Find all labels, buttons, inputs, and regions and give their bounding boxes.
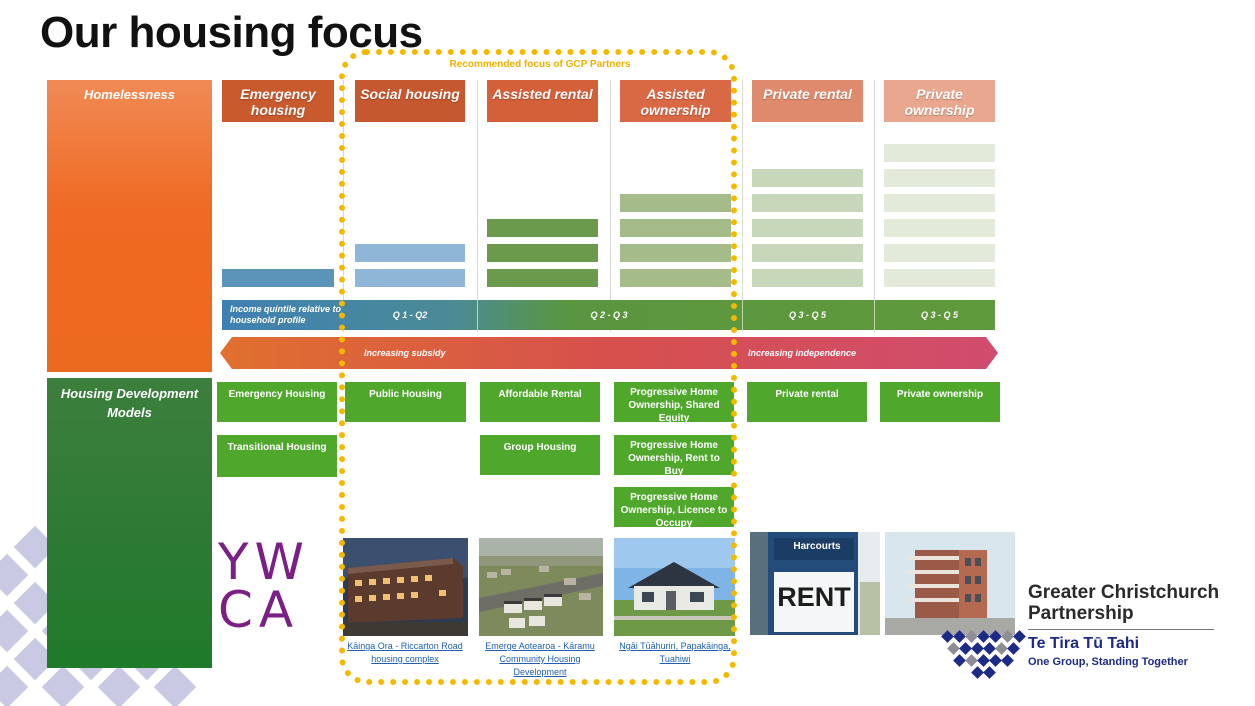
caption-kainga-ora[interactable]: Kāinga Ora - Riccarton Road housing comp… [347, 641, 463, 664]
category-private-ownership: Private ownership [884, 80, 995, 122]
model-emergency-housing: Emergency Housing [217, 382, 337, 422]
caption-ngai-tuahuriri[interactable]: Ngāi Tūāhuriri, Papakāinga, Tuahiwi [619, 641, 731, 664]
quintile-separator [477, 300, 478, 330]
eligibility-bar [884, 219, 995, 237]
photo-kainga-ora-riccarton [343, 538, 468, 636]
quintile-separator [874, 300, 875, 330]
eligibility-bar [752, 169, 863, 187]
recommended-focus-label: Recommended focus of GCP Partners [449, 59, 631, 70]
model-private-rental: Private rental [747, 382, 867, 422]
eligibility-bar [884, 269, 995, 287]
caption-emerge-aotearoa[interactable]: Emerge Aotearoa - Kāramu Community Housi… [485, 641, 595, 677]
gcp-name-line1: Greater Christchurch [1028, 582, 1220, 603]
category-assisted-ownership: Assisted ownership [620, 80, 731, 122]
eligibility-bar [752, 244, 863, 262]
photo-ngai-tuahuriri-papakainga [614, 538, 735, 636]
photo-private-ownership-apartments [885, 532, 1015, 635]
photo-rent-sign [750, 532, 880, 635]
eligibility-bar [884, 244, 995, 262]
models-label: Housing Development Models [60, 386, 199, 420]
category-social-housing: Social housing [355, 80, 465, 122]
quintile-segment: Q 1 - Q2 [392, 310, 428, 320]
gcp-tagline: One Group, Standing Together [1028, 656, 1188, 668]
eligibility-bar [884, 194, 995, 212]
quintile-segment: Q 2 - Q 3 [590, 310, 628, 320]
eligibility-bar [884, 169, 995, 187]
ywca-logo-line1: YW [218, 533, 310, 591]
quintile-separator [742, 300, 743, 330]
gcp-logo-mark [935, 620, 1030, 685]
income-quintile-row [222, 300, 995, 330]
eligibility-bar [884, 144, 995, 162]
column-divider [477, 80, 478, 332]
column-divider [742, 80, 743, 332]
model-public-housing: Public Housing [345, 382, 466, 422]
category-assisted-rental: Assisted rental [487, 80, 598, 122]
model-rent-to-buy: Progressive Home Ownership, Rent to Buy [614, 435, 734, 477]
page-title: Our housing focus [40, 8, 423, 57]
photo-emerge-aotearoa-karamu [479, 538, 603, 636]
quintile-row-label: Income quintile relative to household pr… [230, 304, 342, 325]
eligibility-bar [752, 194, 863, 212]
subsidy-arrow [220, 337, 998, 369]
eligibility-bar [752, 269, 863, 287]
eligibility-bar [222, 269, 334, 287]
increasing-subsidy-label: Increasing subsidy [364, 348, 446, 358]
quintile-segment: Q 3 - Q 5 [788, 310, 826, 320]
gcp-name-line2: Partnership [1028, 603, 1134, 624]
category-private-rental: Private rental [752, 80, 863, 122]
recommended-focus-outline [339, 49, 737, 685]
ywca-logo: YW CA [218, 533, 338, 639]
rent-sign-word: RENT [777, 582, 851, 612]
ywca-logo-line2: CA [218, 581, 300, 639]
quintile-segment: Q 3 - Q 5 [920, 310, 958, 320]
model-licence-to-occupy: Progressive Home Ownership, Licence to O… [614, 487, 734, 529]
homelessness-label: Homelessness [83, 87, 176, 102]
gcp-maori-name: Te Tira Tū Tahi [1028, 635, 1140, 652]
model-shared-equity: Progressive Home Ownership, Shared Equit… [614, 382, 734, 424]
column-divider [610, 80, 611, 332]
models-panel: Housing Development Models [47, 378, 212, 668]
model-private-ownership: Private ownership [880, 382, 1000, 422]
model-group-housing: Group Housing [480, 435, 600, 475]
rent-sign-brand: Harcourts [793, 541, 841, 552]
model-transitional-housing: Transitional Housing [217, 435, 337, 477]
model-affordable-rental: Affordable Rental [480, 382, 600, 422]
column-divider [874, 80, 875, 332]
gcp-divider [1028, 629, 1214, 630]
homelessness-panel: Homelessness [47, 80, 212, 372]
eligibility-bar [752, 219, 863, 237]
increasing-independence-label: Increasing independence [748, 348, 857, 358]
category-emergency-housing: Emergency housing [222, 80, 334, 122]
